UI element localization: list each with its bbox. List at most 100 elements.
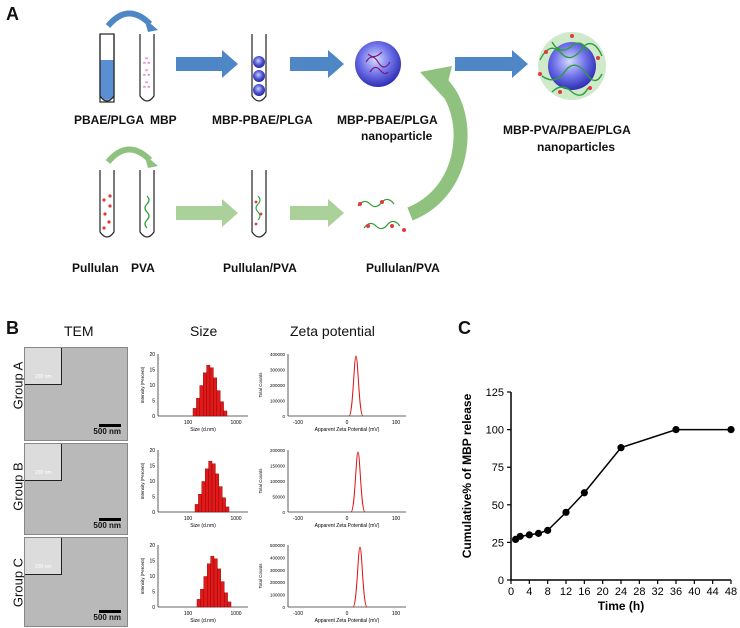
size-histogram-bar — [192, 408, 197, 417]
arrow-coat — [455, 50, 528, 78]
label-pva: PVA — [131, 261, 155, 275]
tem-image-group-b: 200 nm 500 nm — [24, 443, 128, 535]
zeta-x-tick: 0 — [346, 611, 349, 617]
tube-pbae-plga — [99, 33, 115, 103]
size-histogram-bar — [213, 558, 218, 608]
x-tick-label: 12 — [560, 586, 572, 598]
y-tick-label: 25 — [492, 537, 504, 549]
arrow-form-np — [290, 50, 344, 78]
tem-inset — [25, 444, 62, 481]
panel-a-letter: A — [6, 4, 19, 24]
tem-inset — [25, 538, 62, 575]
x-tick-label: 4 — [526, 586, 532, 598]
inset-scale-label: 200 nm — [35, 374, 52, 380]
size-x-label: Size (d.nm) — [190, 427, 216, 433]
release-line — [515, 428, 731, 541]
x-tick-label: 32 — [652, 586, 664, 598]
tem-inset — [25, 348, 62, 385]
release-point — [534, 529, 543, 537]
size-histogram-bar — [221, 497, 226, 513]
release-point — [727, 426, 735, 434]
zeta-y-tick: 100000 — [270, 479, 286, 484]
size-histogram-bar — [199, 385, 204, 417]
size-histogram-bar — [206, 364, 211, 417]
panel-a-schematic: ஃ ஃ ஃ — [99, 10, 606, 238]
y-tick-label: 50 — [492, 500, 504, 512]
arrow-mix-polymers — [176, 199, 238, 227]
arrow-curve-up — [407, 76, 468, 221]
y-tick-label: 0 — [498, 575, 504, 587]
scale-bar — [99, 610, 121, 613]
zeta-peak — [352, 546, 368, 608]
arrow-form-chains — [290, 199, 344, 227]
zeta-x-tick: 100 — [392, 420, 401, 426]
tube-pullulan-pva — [251, 170, 267, 238]
size-histogram-bar — [223, 592, 228, 608]
zeta-y-tick: 300000 — [270, 568, 286, 573]
zeta-y-tick: 0 — [282, 414, 285, 419]
zeta-y-tick: 100000 — [270, 399, 286, 404]
size-histogram-bar — [217, 568, 222, 608]
label-pullulan: Pullulan — [72, 261, 119, 275]
release-point — [525, 531, 533, 539]
size-histogram-bar — [210, 555, 215, 608]
x-tick-label: 36 — [670, 586, 682, 598]
label-final-line1: MBP-PVA/PBAE/PLGA — [503, 123, 631, 137]
size-histogram-bar — [216, 390, 221, 417]
size-x-tick: 100 — [184, 516, 193, 522]
tube-mbp: ஃ ஃ ஃ — [139, 34, 155, 102]
x-tick-label: 40 — [688, 586, 700, 598]
size-y-tick: 0 — [152, 605, 155, 611]
size-histogram-bar — [202, 372, 207, 417]
x-tick-label: 44 — [707, 586, 719, 598]
zeta-peak — [350, 451, 366, 513]
size-histogram-bar — [198, 494, 203, 513]
arrow-mix — [176, 50, 238, 78]
size-histogram-bar — [206, 563, 211, 608]
zeta-y-tick: 200000 — [270, 383, 286, 388]
size-histogram-bar — [220, 581, 225, 608]
size-histogram-bar — [223, 410, 228, 417]
label-pullulan-pva-2: Pullulan/PVA — [366, 261, 440, 275]
label-final-line2: nanoparticles — [537, 140, 616, 154]
zeta-x-tick: 0 — [346, 516, 349, 522]
size-y-tick: 5 — [152, 495, 155, 501]
tube-mbp-pbae-plga — [251, 34, 267, 102]
zeta-x-tick: -100 — [293, 516, 303, 522]
size-histogram-bar — [209, 367, 214, 417]
zeta-y-label: Total Counts — [258, 372, 263, 398]
x-tick-label: 24 — [615, 586, 627, 598]
zeta-y-tick: 50000 — [272, 495, 285, 500]
x-tick-label: 28 — [633, 586, 645, 598]
size-y-label: Intensity (Percent) — [140, 557, 145, 594]
size-x-tick: 1000 — [230, 420, 241, 426]
size-histogram-bar — [218, 486, 223, 513]
inset-scale-label: 200 nm — [35, 564, 52, 570]
tube-pva — [139, 170, 155, 238]
svg-text:ஃ: ஃ — [143, 56, 150, 66]
label-nanoparticle-line1: MBP-PBAE/PLGA — [337, 113, 438, 127]
release-point — [562, 508, 570, 516]
polymer-chains — [357, 198, 406, 232]
label-mbp: MBP — [150, 113, 177, 127]
zeta-y-tick: 100000 — [270, 593, 286, 598]
label-nanoparticle-line2: nanoparticle — [361, 129, 433, 143]
svg-text:ஃ: ஃ — [143, 80, 150, 90]
size-y-tick: 15 — [149, 368, 155, 374]
header-zeta: Zeta potential — [290, 323, 375, 339]
release-point — [580, 489, 588, 497]
label-pullulan-pva-1: Pullulan/PVA — [223, 261, 297, 275]
zeta-x-label: Apparent Zeta Potential (mV) — [315, 427, 380, 433]
size-histogram-bar — [213, 377, 218, 417]
size-x-tick: 100 — [184, 420, 193, 426]
panel-c-letter: C — [458, 318, 471, 338]
zeta-y-tick: 300000 — [270, 368, 286, 373]
size-histogram-bar — [225, 506, 230, 513]
size-histogram-bar — [215, 473, 220, 513]
zeta-y-label: Total Counts — [258, 563, 263, 589]
scale-label: 500 nm — [93, 427, 121, 436]
label-pbae-plga: PBAE/PLGA — [74, 113, 145, 127]
size-histogram-bar — [204, 468, 209, 513]
size-y-tick: 20 — [149, 352, 155, 358]
coated-nanoparticle — [538, 32, 606, 100]
